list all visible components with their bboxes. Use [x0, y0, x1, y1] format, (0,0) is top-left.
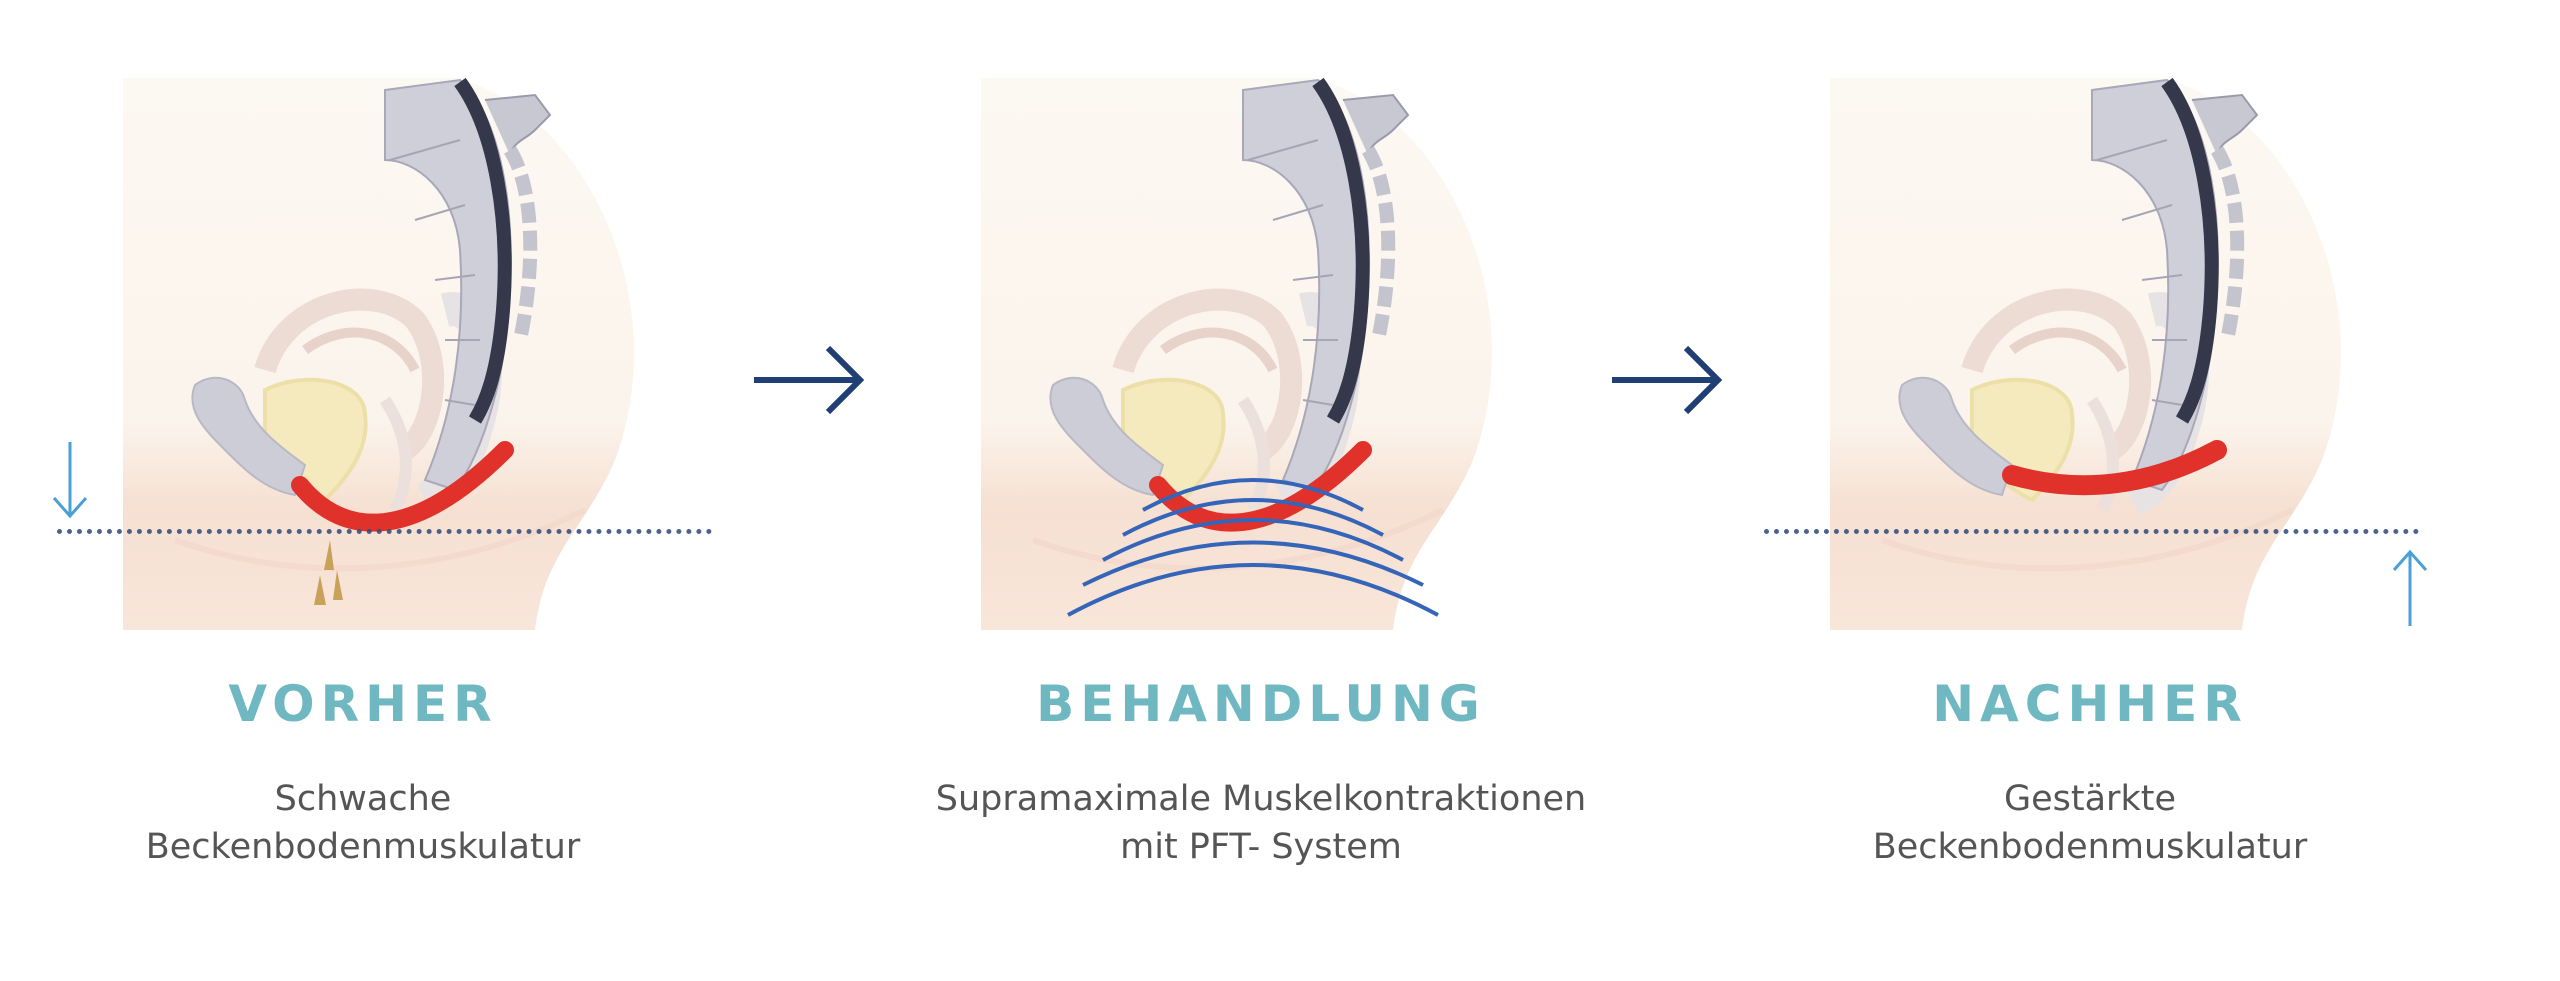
description-line: Gestärkte — [2004, 779, 2176, 819]
description-line: mit PFT- System — [1120, 827, 1402, 867]
after-illustration — [1822, 70, 2382, 640]
arrow-down-icon — [50, 440, 90, 520]
description-line: Schwache — [274, 779, 452, 819]
weak-pelvic-floor-muscle — [291, 441, 514, 532]
description-line: Beckenbodenmuskulatur — [145, 827, 581, 867]
arrow-up-icon — [2390, 548, 2430, 628]
leakage-drops — [314, 540, 343, 605]
before-illustration — [115, 70, 675, 640]
electromagnetic-waves-icon — [1067, 478, 1439, 617]
treatment-illustration — [973, 70, 1533, 640]
baseline-dotted-line — [57, 529, 712, 534]
step-title-before: VORHER — [228, 675, 498, 733]
step-description-treatment: Supramaximale Muskelkontraktionen mit PF… — [861, 775, 1661, 871]
step-title-after: NACHHER — [1932, 675, 2248, 733]
arrow-right-icon — [752, 345, 867, 415]
step-title-treatment: BEHANDLUNG — [1036, 675, 1486, 733]
baseline-dotted-line — [1764, 529, 2419, 534]
strengthened-pelvic-floor-muscle — [2002, 440, 2227, 496]
step-description-before: Schwache Beckenbodenmuskulatur — [0, 775, 763, 871]
step-description-after: Gestärkte Beckenbodenmuskulatur — [1690, 775, 2490, 871]
arrow-right-icon — [1610, 345, 1725, 415]
description-line: Supramaximale Muskelkontraktionen — [935, 779, 1587, 819]
description-line: Beckenbodenmuskulatur — [1872, 827, 2308, 867]
